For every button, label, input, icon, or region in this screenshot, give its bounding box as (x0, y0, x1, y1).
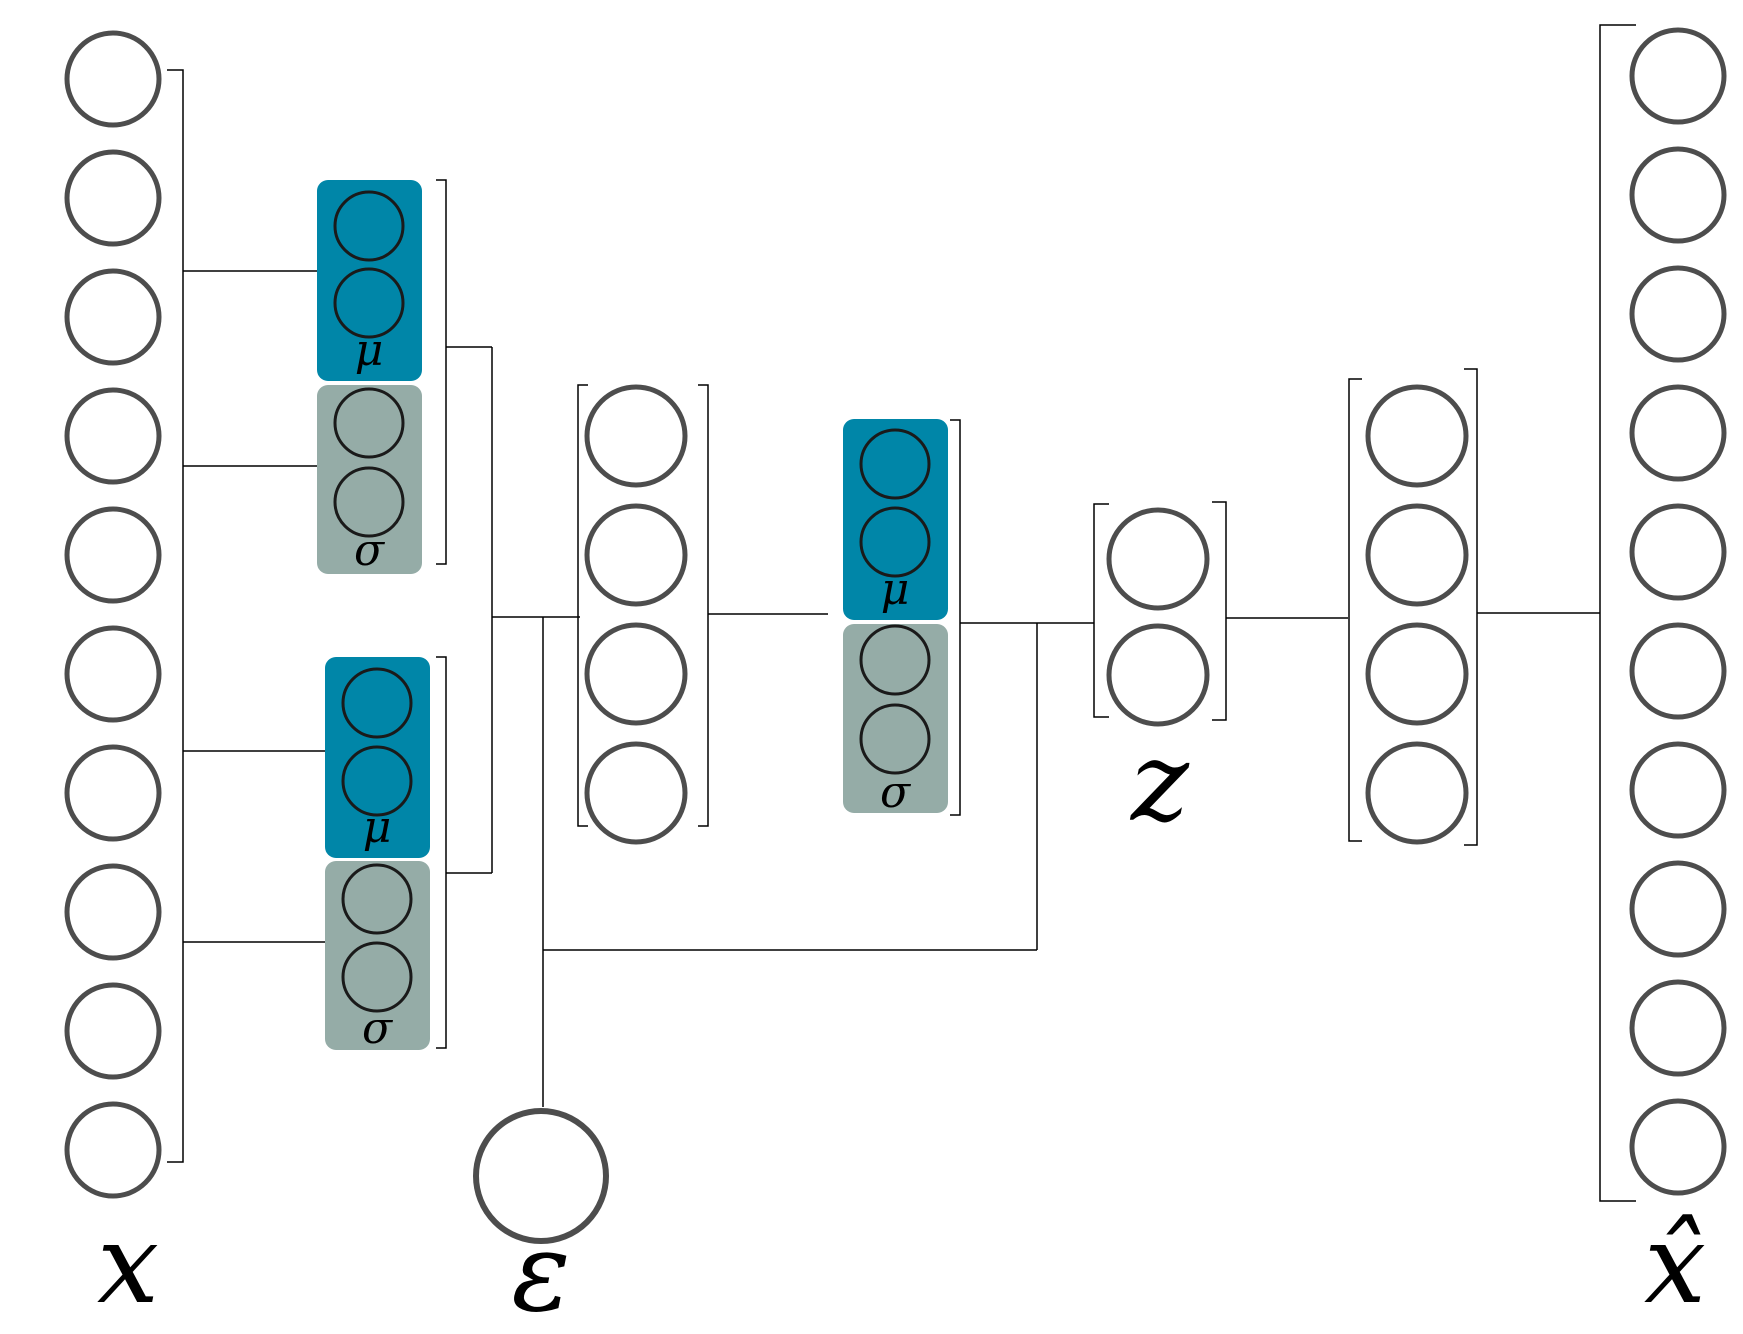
input-neuron-1 (64, 30, 162, 128)
hidden-decoder-bracket-left (1348, 378, 1362, 842)
block2-sigma-label: σ (362, 1003, 394, 1054)
block2-sigma-box (325, 861, 430, 1050)
output-neuron-8 (1629, 860, 1727, 958)
block3-sigma-label: σ (880, 767, 912, 818)
block3-mu-label: μ (881, 564, 910, 615)
input-neuron-2 (64, 149, 162, 247)
hidden-decoder-neuron-2 (1365, 503, 1469, 607)
block3-sigma-neuron-2 (859, 703, 931, 775)
neurons (64, 27, 1727, 1244)
block3-mu-neuron-1 (859, 428, 931, 500)
block2-sigma-neuron-2 (341, 941, 413, 1013)
hidden-encoder-neuron-2 (584, 503, 688, 607)
block2-mu-neuron-1 (341, 667, 413, 739)
block3-mu-neuron-2 (859, 506, 931, 578)
hidden-decoder-neuron-4 (1365, 741, 1469, 845)
block2: μσ (325, 657, 430, 1054)
output-neuron-9 (1629, 979, 1727, 1077)
output-bracket (1599, 24, 1636, 1202)
labels: x ε z x̂ (97, 718, 1706, 1334)
block3-mu-box (843, 419, 948, 620)
latent-neuron-2 (1106, 623, 1210, 727)
output-neuron-2 (1629, 146, 1727, 244)
block1-mu-label: μ (355, 325, 384, 376)
output-neuron-1 (1629, 27, 1727, 125)
input-neuron-8 (64, 863, 162, 961)
output-neuron-4 (1629, 384, 1727, 482)
block2-mu-neuron-2 (341, 745, 413, 817)
block1-sigma-neuron-1 (333, 387, 405, 459)
block1-mu-neuron-2 (333, 267, 405, 339)
output-neuron-7 (1629, 741, 1727, 839)
block1-mu-box (317, 180, 422, 381)
hidden-encoder-bracket-left (577, 384, 588, 827)
noise-label: ε (511, 1208, 570, 1334)
hidden-encoder-neuron-3 (584, 622, 688, 726)
block3-sigma-neuron-1 (859, 624, 931, 696)
input-neuron-5 (64, 506, 162, 604)
block1-bracket (436, 179, 447, 565)
hidden-encoder-neuron-1 (584, 384, 688, 488)
input-neuron-3 (64, 268, 162, 366)
hidden-decoder-neuron-3 (1365, 622, 1469, 726)
block1-sigma-box (317, 385, 422, 574)
output-neuron-3 (1629, 265, 1727, 363)
hidden-encoder-bracket-right (698, 384, 709, 827)
output-neuron-10 (1629, 1098, 1727, 1196)
block1-sigma-label: σ (354, 525, 386, 576)
connector-lines (167, 24, 1636, 1202)
block1-sigma-neuron-2 (333, 466, 405, 538)
block2-mu-box (325, 657, 430, 858)
input-bracket (167, 69, 184, 1163)
input-label: x (97, 1200, 159, 1328)
hidden-decoder-bracket-right (1464, 368, 1478, 846)
output-neuron-6 (1629, 622, 1727, 720)
block2-sigma-neuron-1 (341, 863, 413, 935)
input-neuron-7 (64, 744, 162, 842)
latent-label: z (1129, 718, 1190, 846)
latent-bracket-left (1093, 503, 1109, 718)
output-label: x̂ (1644, 1200, 1706, 1328)
block2-bracket (436, 656, 447, 1049)
latent-bracket-right (1212, 501, 1227, 721)
hidden-encoder-neuron-4 (584, 741, 688, 845)
block1-mu-neuron-1 (333, 190, 405, 262)
block3: μσ (843, 419, 948, 818)
input-neuron-9 (64, 982, 162, 1080)
epsilon-neuron (473, 1108, 609, 1244)
block1: μσ (317, 180, 422, 576)
block3-bracket (950, 419, 961, 816)
output-neuron-5 (1629, 503, 1727, 601)
input-neuron-6 (64, 625, 162, 723)
input-neuron-4 (64, 387, 162, 485)
input-neuron-10 (64, 1101, 162, 1199)
hidden-decoder-neuron-1 (1365, 384, 1469, 488)
block2-mu-label: μ (363, 802, 392, 853)
block3-sigma-box (843, 624, 948, 813)
latent-neuron-1 (1106, 507, 1210, 611)
